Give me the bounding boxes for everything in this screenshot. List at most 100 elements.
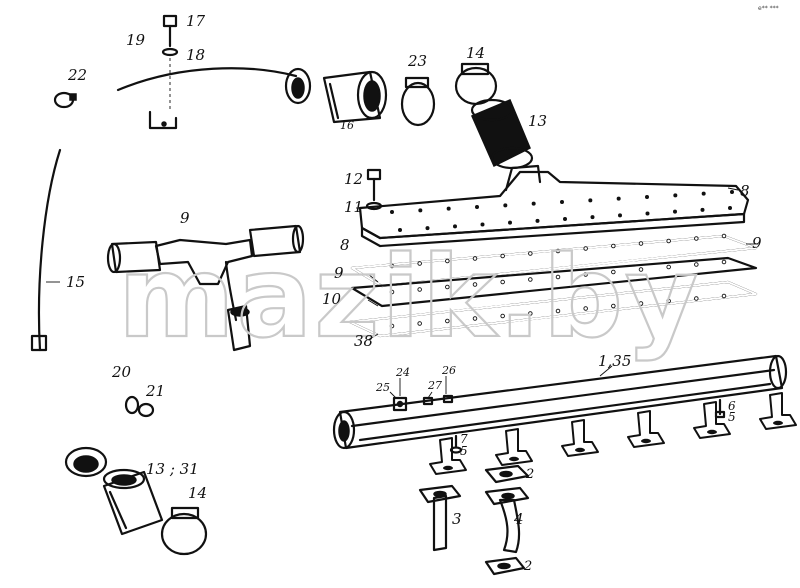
gasket-holes (389, 233, 727, 329)
callout-5-left: 5 (460, 444, 468, 458)
callout-5-right: 5 (728, 410, 736, 424)
exhaust-port (759, 392, 797, 430)
stud-7 (449, 434, 463, 454)
gasket-9-upper (350, 234, 758, 288)
gasket-hole (721, 293, 727, 299)
pipe-3 (418, 484, 462, 552)
gasket-hole (638, 267, 644, 272)
bolt-hole (701, 191, 706, 196)
corner-mark: e** *** (758, 5, 779, 12)
gasket-hole (694, 236, 699, 241)
gasket-hole (528, 251, 533, 256)
exhaust-port (627, 410, 665, 448)
bolt-hole (503, 203, 508, 208)
callout-14-top: 14 (466, 44, 485, 62)
bolt-hole (616, 196, 621, 201)
bolt-17 (161, 14, 179, 110)
gasket-hole (583, 306, 588, 311)
bolt-hole (728, 206, 732, 210)
callout-3: 3 (452, 510, 462, 528)
callout-2-upper: 2 (525, 467, 534, 482)
bolt-hole (700, 207, 705, 212)
bolt-hole (390, 210, 394, 214)
callout-9-right: 9 (752, 234, 762, 252)
callout-12: 12 (344, 170, 363, 188)
callout-23: 23 (407, 52, 427, 70)
gasket-hole (389, 323, 395, 329)
bolt-hole (531, 201, 536, 206)
bolt-hole (645, 211, 650, 216)
bolt-hole (480, 222, 485, 227)
sleeve-13-31 (102, 468, 164, 536)
bolt-hole (618, 213, 622, 218)
gasket-hole (417, 321, 422, 326)
callout-13-31: 13 ; 31 (146, 460, 199, 478)
bolt-hole (563, 217, 567, 221)
callout-19: 19 (126, 31, 146, 49)
gasket-hole (666, 298, 671, 304)
exhaust-port (693, 401, 731, 439)
gasket-hole (721, 259, 727, 265)
port-opening (443, 465, 453, 471)
gasket-hole (611, 269, 616, 275)
gasket-hole (694, 262, 699, 267)
gasket-hole (555, 308, 561, 314)
gasket-hole (638, 241, 644, 246)
callout-8-left: 8 (340, 236, 350, 254)
gasket-hole (417, 261, 422, 266)
port-opening (773, 420, 783, 426)
callout-25: 25 (375, 381, 390, 394)
gasket-hole (389, 289, 395, 295)
bolt-hole (535, 218, 540, 223)
gasket-hole (721, 233, 727, 239)
exhaust-manifold-1-35 (332, 354, 788, 450)
callout-16: 16 (340, 119, 354, 132)
callout-18: 18 (186, 46, 205, 64)
callout-6: 6 (728, 399, 736, 413)
gasket-hole (528, 311, 533, 316)
bolt-12 (365, 168, 383, 211)
watermark: mazik.by (118, 233, 700, 363)
port-opening (575, 447, 585, 453)
callout-20: 20 (111, 363, 132, 381)
port-opening (641, 438, 651, 444)
bent-pipe-15 (25, 65, 312, 478)
callout-38: 9 (180, 209, 190, 227)
hose-13 (470, 98, 534, 170)
gasket-hole (666, 238, 671, 244)
callout-24: 24 (395, 366, 410, 379)
gasket-hole (638, 301, 644, 306)
sleeve-16 (322, 70, 388, 124)
gasket-hole (472, 282, 478, 287)
callout-11: 11 (344, 198, 363, 216)
gasket-hole (445, 284, 450, 290)
clamp-23 (400, 76, 436, 127)
exhaust-port (495, 428, 533, 466)
gasket-hole (445, 258, 450, 264)
gasket-9-lower (348, 280, 758, 338)
callout-21: 21 (145, 382, 165, 400)
pipe-4 (484, 486, 530, 554)
bolt-hole (425, 226, 430, 231)
callout-1-35: 1,35 (598, 352, 631, 370)
port-opening (707, 429, 717, 435)
callout-labels: 17 18 19 22 16 23 14 13 12 11 8 8 9 9 38… (66, 12, 762, 574)
callout-9-upper-left: 9 (334, 264, 344, 282)
gasket-hole (611, 303, 616, 309)
gasket-hole (555, 274, 561, 280)
callout-15: 15 (66, 273, 85, 291)
bolt-hole (418, 208, 423, 213)
leader-lines (46, 187, 758, 399)
gasket-hole (500, 253, 505, 259)
callout-7: 7 (460, 432, 468, 446)
manifold-ports (429, 392, 797, 475)
gasket-hole (694, 296, 699, 301)
tube-20 (74, 366, 140, 415)
gasket-hole (611, 243, 616, 249)
bolt-hole (645, 195, 649, 199)
exhaust-port (561, 419, 599, 457)
bolt-hole (590, 215, 595, 220)
y-pipe-38 (106, 224, 305, 352)
bolt-hole (673, 193, 678, 198)
